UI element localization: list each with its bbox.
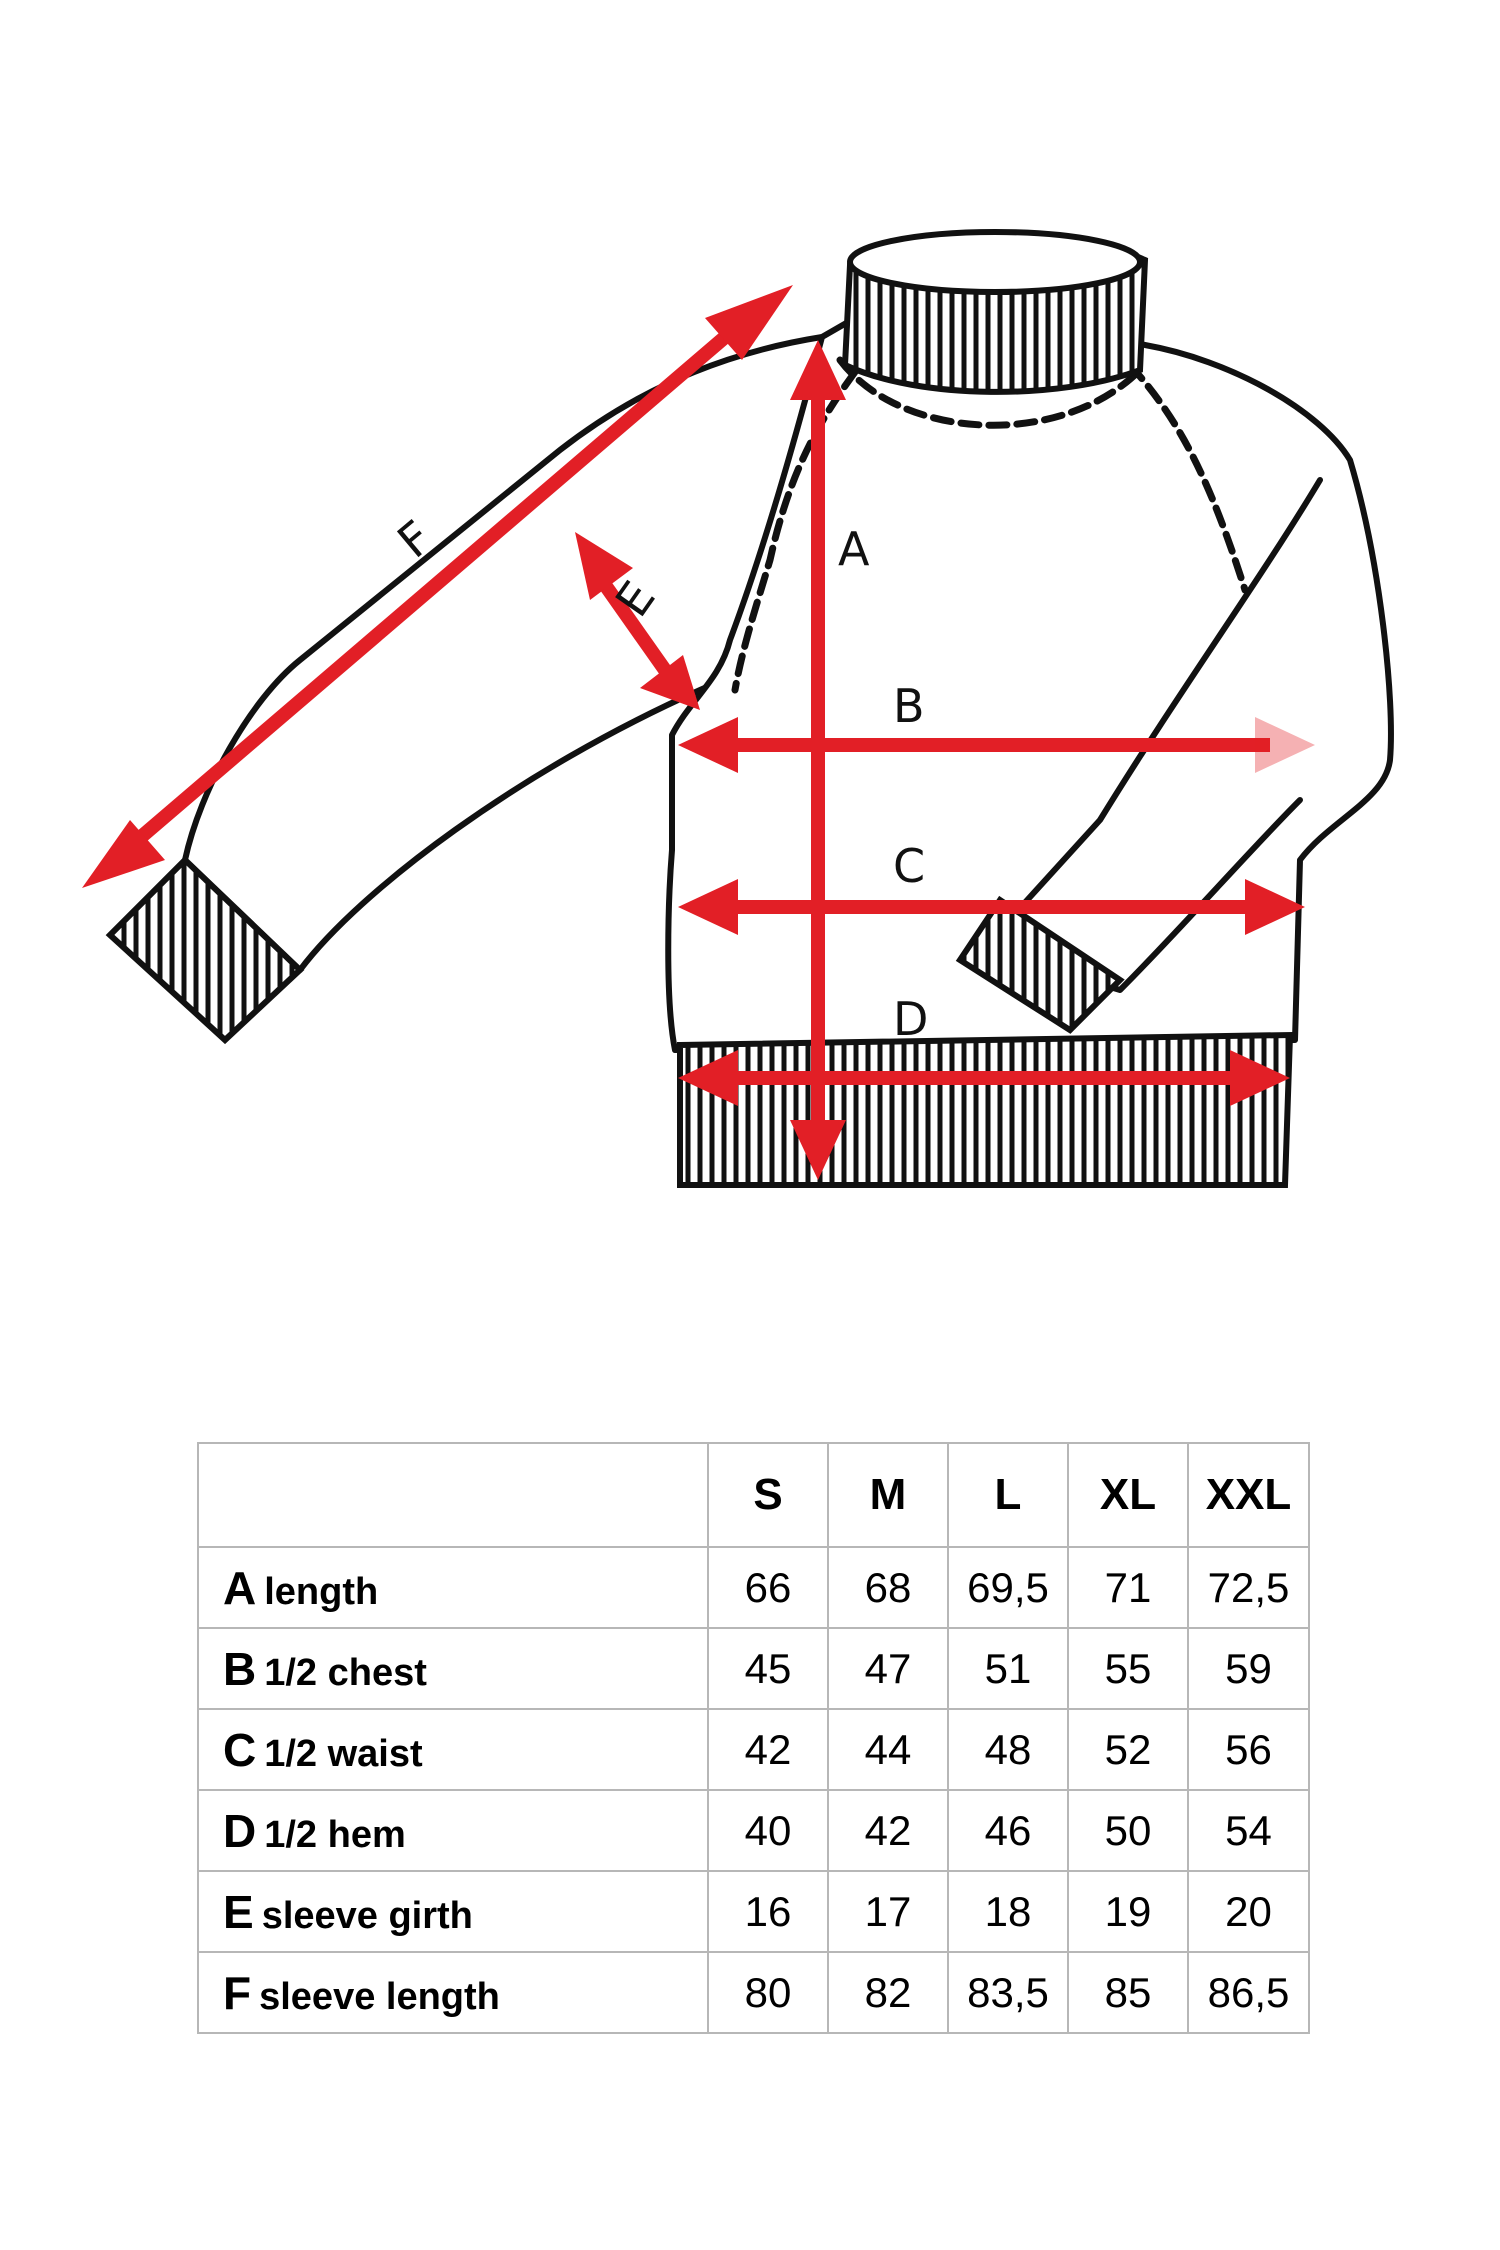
measurement-letter: F — [223, 1966, 252, 2019]
size-header: XL — [1067, 1442, 1189, 1548]
sweater-measurement-diagram: A B C D E F — [82, 229, 1394, 1188]
left-cuff — [105, 855, 305, 1045]
neck-seam — [836, 356, 1144, 429]
hem-ribbing — [677, 1031, 1294, 1188]
measurement-letter: E — [223, 1885, 254, 1938]
measurement-name: 1/2 hem — [264, 1813, 406, 1856]
measurement-value: 51 — [947, 1627, 1069, 1710]
right-cuff — [955, 895, 1125, 1034]
sweater-outline — [182, 315, 1394, 1053]
measurement-letter: D — [223, 1804, 257, 1857]
measurement-value: 42 — [707, 1708, 829, 1791]
measurement-value: 72,5 — [1187, 1546, 1310, 1629]
measurement-value: 80 — [707, 1951, 829, 2034]
measurement-name: sleeve girth — [261, 1894, 473, 1937]
arrow-f-sleeve-length — [82, 285, 793, 888]
measurement-value: 47 — [827, 1627, 949, 1710]
size-header-row: S M L XL XXL — [197, 1442, 1310, 1548]
size-header: XXL — [1187, 1442, 1310, 1548]
letter-a: A — [838, 522, 870, 576]
measurement-value: 46 — [947, 1789, 1069, 1872]
arrow-e-sleeve-girth — [575, 532, 700, 710]
arrow-d-hem — [678, 1050, 1290, 1106]
measurement-value: 17 — [827, 1870, 949, 1953]
measurement-value: 44 — [827, 1708, 949, 1791]
measurement-value: 19 — [1067, 1870, 1189, 1953]
measurement-value: 45 — [707, 1627, 829, 1710]
measurement-value: 55 — [1067, 1627, 1189, 1710]
turtleneck-collar — [841, 229, 1149, 395]
measurement-value: 85 — [1067, 1951, 1189, 2034]
measurement-value: 48 — [947, 1708, 1069, 1791]
measurement-value: 50 — [1067, 1789, 1189, 1872]
letter-d: D — [893, 992, 928, 1046]
measurement-letter: C — [223, 1723, 257, 1776]
letter-c: C — [893, 839, 925, 893]
measurement-value: 40 — [707, 1789, 829, 1872]
right-raglan-seam — [1126, 361, 1249, 594]
letter-b: B — [893, 679, 925, 733]
diagram-letters: A B C D E F — [387, 510, 928, 1046]
measurement-value: 56 — [1187, 1708, 1310, 1791]
measurement-value: 20 — [1187, 1870, 1310, 1953]
measurement-value: 59 — [1187, 1627, 1310, 1710]
measurement-value: 86,5 — [1187, 1951, 1310, 2034]
size-header: M — [827, 1442, 949, 1548]
measurement-value: 52 — [1067, 1708, 1189, 1791]
arrow-c-waist — [678, 879, 1305, 935]
size-header: L — [947, 1442, 1069, 1548]
measurement-letter: A — [223, 1561, 257, 1614]
header-empty-cell — [197, 1442, 709, 1548]
measurement-value: 82 — [827, 1951, 949, 2034]
measurement-value: 83,5 — [947, 1951, 1069, 2034]
measurement-value: 66 — [707, 1546, 829, 1629]
measurement-value: 16 — [707, 1870, 829, 1953]
measurement-value: 68 — [827, 1546, 949, 1629]
measurement-letter: B — [223, 1642, 257, 1695]
right-sleeve — [997, 477, 1323, 993]
measurement-name: 1/2 chest — [264, 1651, 427, 1694]
measurement-value: 42 — [827, 1789, 949, 1872]
measurement-name: 1/2 waist — [264, 1732, 423, 1775]
measurement-arrows — [82, 285, 1315, 1180]
arrow-b-chest — [678, 717, 1315, 773]
measurement-value: 18 — [947, 1870, 1069, 1953]
measurement-name: length — [264, 1570, 379, 1613]
left-raglan-seam — [731, 368, 859, 694]
measurement-value: 71 — [1067, 1546, 1189, 1629]
measurement-name: sleeve length — [259, 1975, 500, 2018]
size-header: S — [707, 1442, 829, 1548]
measurement-value: 69,5 — [947, 1546, 1069, 1629]
measurement-value: 54 — [1187, 1789, 1310, 1872]
arrow-a-length — [790, 340, 846, 1180]
